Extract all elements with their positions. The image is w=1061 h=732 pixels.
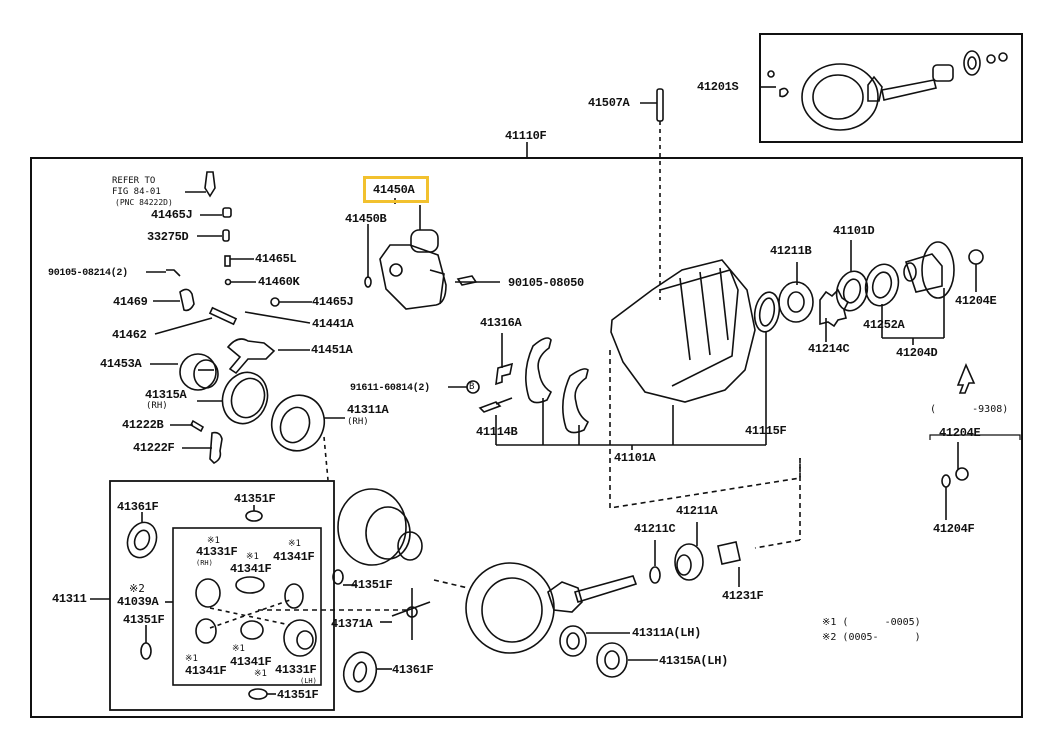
part-label-41201S[interactable]: 41201S [697,80,739,94]
footnote-1: ※1 ( -0005) [822,617,921,628]
star1-note-b: ※1 [246,552,259,562]
part-label-41211A[interactable]: 41211A [676,504,718,518]
part-label-90105-08214[interactable]: 90105-08214(2) [48,268,128,279]
part-label-41341F-b[interactable]: 41341F [273,550,315,564]
highlight-box-41450A [363,176,429,203]
part-label-41311[interactable]: 41311 [52,592,87,606]
part-label-41222F[interactable]: 41222F [133,441,175,455]
rh-note-41331F: (RH) [196,559,213,567]
part-label-41222B[interactable]: 41222B [122,418,164,432]
part-label-41101D[interactable]: 41101D [833,224,875,238]
part-label-41465J-top[interactable]: 41465J [151,208,193,222]
part-label-41252A[interactable]: 41252A [863,318,905,332]
part-label-41450B[interactable]: 41450B [345,212,387,226]
part-label-41331F-rh[interactable]: 41331F [196,545,238,559]
part-label-41451A[interactable]: 41451A [311,343,353,357]
part-label-41315A-lh[interactable]: 41315A(LH) [659,654,729,668]
part-label-41351F-left[interactable]: 41351F [123,613,165,627]
diff-case-frame [109,480,335,711]
part-label-91611-60814[interactable]: 91611-60814(2) [350,383,430,394]
part-label-41204D[interactable]: 41204D [896,346,938,360]
part-label-41450A[interactable]: 41450A [373,183,415,197]
rh-note-41311A: (RH) [347,417,369,427]
part-label-41462[interactable]: 41462 [112,328,147,342]
part-label-41211B[interactable]: 41211B [770,244,812,258]
part-label-41460K[interactable]: 41460K [258,275,300,289]
part-label-41453A[interactable]: 41453A [100,357,142,371]
footnote-2: ※2 (0005- ) [822,632,921,643]
part-label-41361F-bottom[interactable]: 41361F [392,663,434,677]
part-label-41204E-top[interactable]: 41204E [955,294,997,308]
part-label-90105-08050[interactable]: 90105-08050 [508,276,584,290]
part-label-41311A-rh[interactable]: 41311A [347,403,389,417]
part-label-41341F-c[interactable]: 41341F [230,655,272,669]
part-label-41465J-mid[interactable]: 41465J [312,295,354,309]
inset-frame-41201S [759,33,1023,143]
part-label-41507A[interactable]: 41507A [588,96,630,110]
part-label-41204F[interactable]: 41204F [933,522,975,536]
part-label-41101A[interactable]: 41101A [614,451,656,465]
part-label-41115F[interactable]: 41115F [745,424,787,438]
rh-note-41315A: (RH) [146,401,168,411]
date-range-9308: ( -9308) [930,404,1009,415]
star2-note: ※2 [129,582,145,595]
part-label-41204E-box[interactable]: 41204E [939,426,981,440]
part-label-41114B[interactable]: 41114B [476,425,518,439]
part-label-41441A[interactable]: 41441A [312,317,354,331]
part-label-41351F-top[interactable]: 41351F [234,492,276,506]
refer-note-line2: FIG 84-01 [112,187,161,197]
part-label-41110F[interactable]: 41110F [505,129,547,143]
part-label-41469[interactable]: 41469 [113,295,148,309]
part-label-41331F-lh[interactable]: 41331F [275,663,317,677]
part-label-41341F-a[interactable]: 41341F [230,562,272,576]
part-label-41231F[interactable]: 41231F [722,589,764,603]
star1-note-e: ※1 [185,654,198,664]
circle-b-label: B [469,382,475,392]
refer-note-line3: (PNC 84222D) [115,198,173,207]
part-label-41361F-top[interactable]: 41361F [117,500,159,514]
part-label-41311A-lh[interactable]: 41311A(LH) [632,626,702,640]
part-label-41211C[interactable]: 41211C [634,522,676,536]
star1-note-c: ※1 [288,539,301,549]
gears-frame [172,527,322,686]
part-label-41316A[interactable]: 41316A [480,316,522,330]
part-label-41214C[interactable]: 41214C [808,342,850,356]
part-label-41351F-bottom[interactable]: 41351F [277,688,319,702]
part-label-41371A[interactable]: 41371A [331,617,373,631]
star1-note-f: ※1 [254,669,267,679]
star1-note-d: ※1 [232,644,245,654]
lh-note-41331F: (LH) [300,677,317,685]
part-label-41351F-right[interactable]: 41351F [351,578,393,592]
star1-note-a: ※1 [207,536,220,546]
part-label-41341F-d[interactable]: 41341F [185,664,227,678]
part-label-33275D[interactable]: 33275D [147,230,189,244]
refer-note-line1: REFER TO [112,176,156,186]
part-label-41315A-rh[interactable]: 41315A [145,388,187,402]
part-label-41465L[interactable]: 41465L [255,252,297,266]
part-label-41039A[interactable]: 41039A [117,595,159,609]
